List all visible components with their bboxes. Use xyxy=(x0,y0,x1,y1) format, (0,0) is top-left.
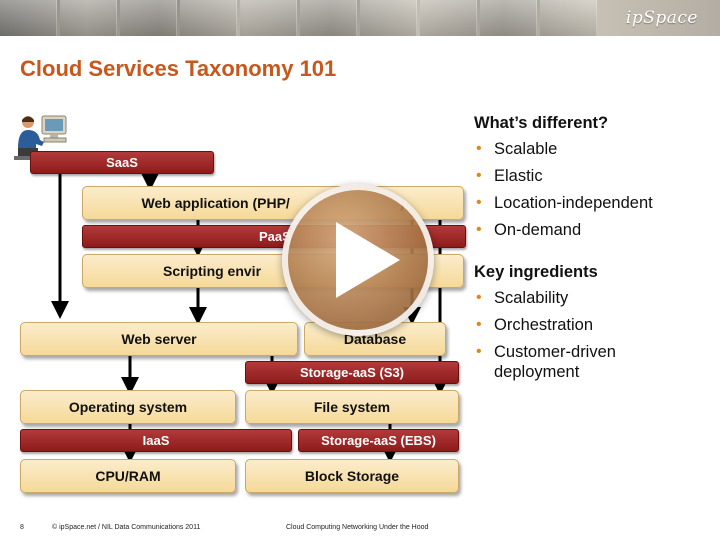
page-number: 8 xyxy=(20,524,24,531)
key-ingredients-heading: Key ingredients xyxy=(474,263,598,281)
storage-ebs-bar: Storage-aaS (EBS) xyxy=(298,429,459,452)
file-system-box: File system xyxy=(245,390,459,424)
storage-s3-bar: Storage-aaS (S3) xyxy=(245,361,459,384)
whats-different-list: •Scalable •Elastic •Location-independent… xyxy=(474,139,714,240)
list-item: •Orchestration xyxy=(476,316,594,334)
list-item: •Scalability xyxy=(476,289,569,307)
user-at-computer-icon xyxy=(14,115,67,160)
key-ingredients-list: •Scalability •Orchestration •Customer-dr… xyxy=(474,288,714,382)
web-application-label: Web application (PHP/ xyxy=(141,195,290,211)
slide-title: Cloud Services Taxonomy 101 xyxy=(20,56,337,81)
header-banner: ipSpace xyxy=(0,0,720,36)
bullet-icon: • xyxy=(476,343,482,360)
block-storage-box: Block Storage xyxy=(245,459,459,493)
list-item: •Customer-driven deployment xyxy=(476,343,616,381)
paas-label: PaaS xyxy=(259,229,291,244)
bullet-icon: • xyxy=(476,140,482,157)
cpu-ram-box: CPU/RAM xyxy=(20,459,236,493)
list-item: •On-demand xyxy=(476,221,582,239)
play-icon xyxy=(336,222,400,298)
footer-course-title: Cloud Computing Networking Under the Hoo… xyxy=(286,524,429,531)
bullet-icon: • xyxy=(476,194,482,211)
list-item: •Elastic xyxy=(476,167,543,185)
scripting-label: Scripting envir xyxy=(163,263,262,279)
list-item: •Scalable xyxy=(476,140,558,158)
saas-bar: SaaS xyxy=(30,151,214,174)
web-server-box: Web server xyxy=(20,322,298,356)
iaas-bar: IaaS xyxy=(20,429,292,452)
whats-different-heading: What’s different? xyxy=(474,114,609,132)
bullet-icon: • xyxy=(476,167,482,184)
list-item: •Location-independent xyxy=(476,194,653,212)
ipspace-logo: ipSpace xyxy=(625,8,698,28)
operating-system-box: Operating system xyxy=(20,390,236,424)
bullet-icon: • xyxy=(476,289,482,306)
bullet-icon: • xyxy=(476,316,482,333)
footer-copyright: © ipSpace.net / NIL Data Communications … xyxy=(52,524,201,531)
bullet-icon: • xyxy=(476,221,482,238)
sidebar-notes: What’s different? •Scalable •Elastic •Lo… xyxy=(474,114,714,389)
play-button[interactable] xyxy=(282,184,434,336)
